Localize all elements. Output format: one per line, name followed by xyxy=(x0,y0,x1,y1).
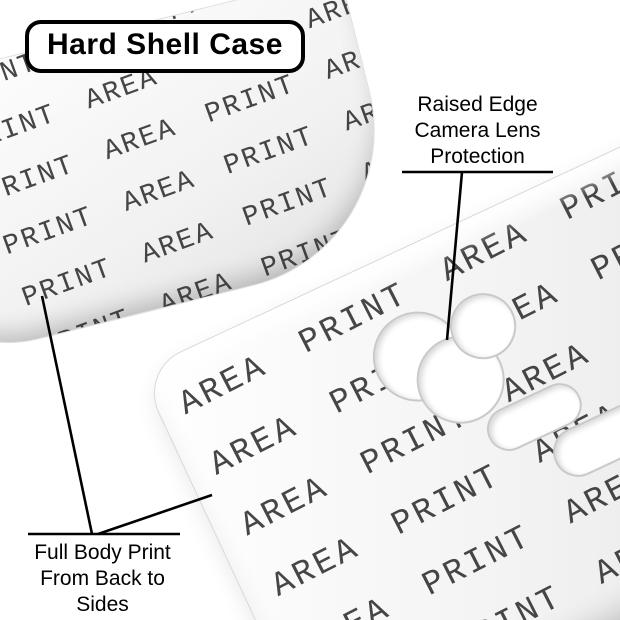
annotation-line: Raised Edge xyxy=(417,93,538,116)
annotation-line: Protection xyxy=(430,145,525,168)
annotation-line: Full Body Print xyxy=(34,541,171,564)
annotation-line: Camera Lens xyxy=(414,119,541,142)
annotation-line: From Back to xyxy=(40,567,165,590)
fullbody-leader-right xyxy=(97,493,213,536)
annotation-line: Sides xyxy=(76,593,129,616)
annotation-camera-protection: Raised Edge Camera Lens Protection xyxy=(370,92,585,170)
annotation-full-body-print: Full Body Print From Back to Sides xyxy=(10,540,195,618)
title-badge: Hard Shell Case xyxy=(25,20,305,73)
